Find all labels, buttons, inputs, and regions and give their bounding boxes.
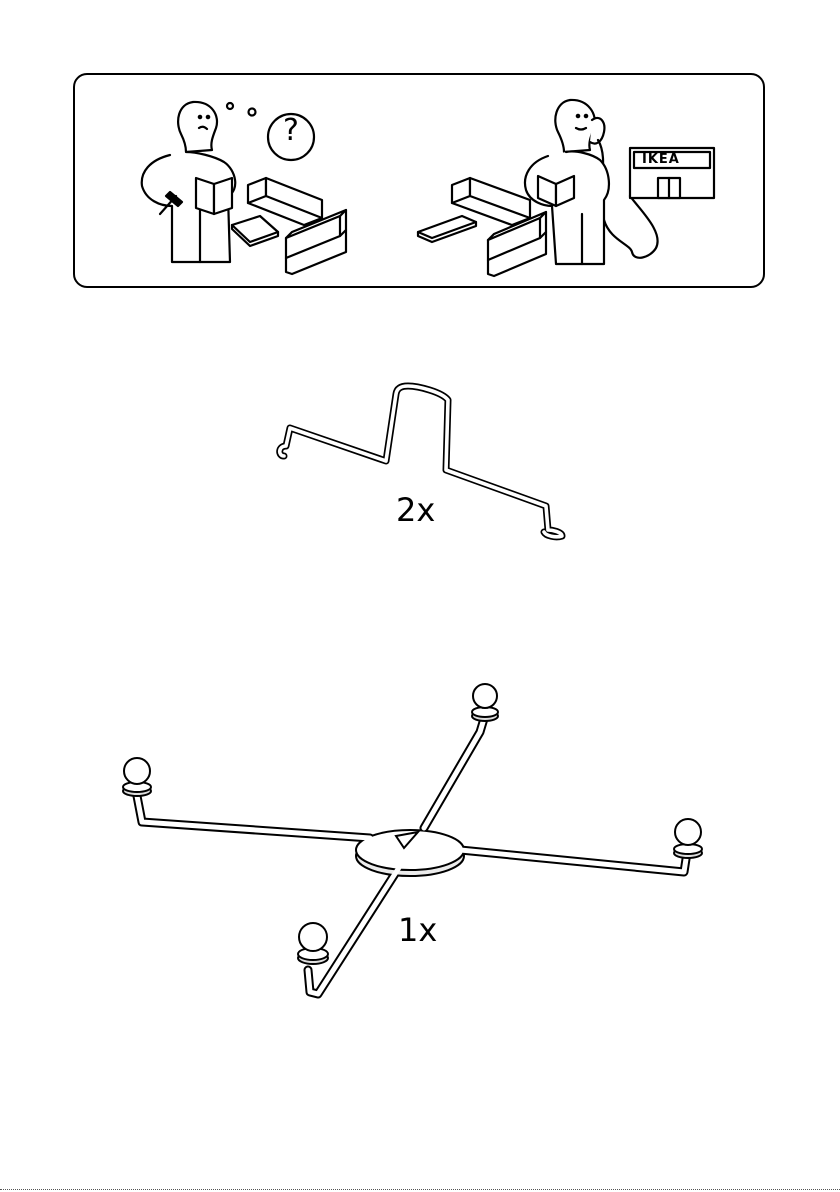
knob-icon: [472, 684, 498, 721]
ceiling-mount-quantity: 1x: [398, 914, 437, 946]
page-bottom-rule: [0, 1189, 840, 1190]
knob-icon: [674, 819, 702, 858]
knob-icon: [298, 923, 328, 964]
knob-icon: [123, 758, 151, 796]
